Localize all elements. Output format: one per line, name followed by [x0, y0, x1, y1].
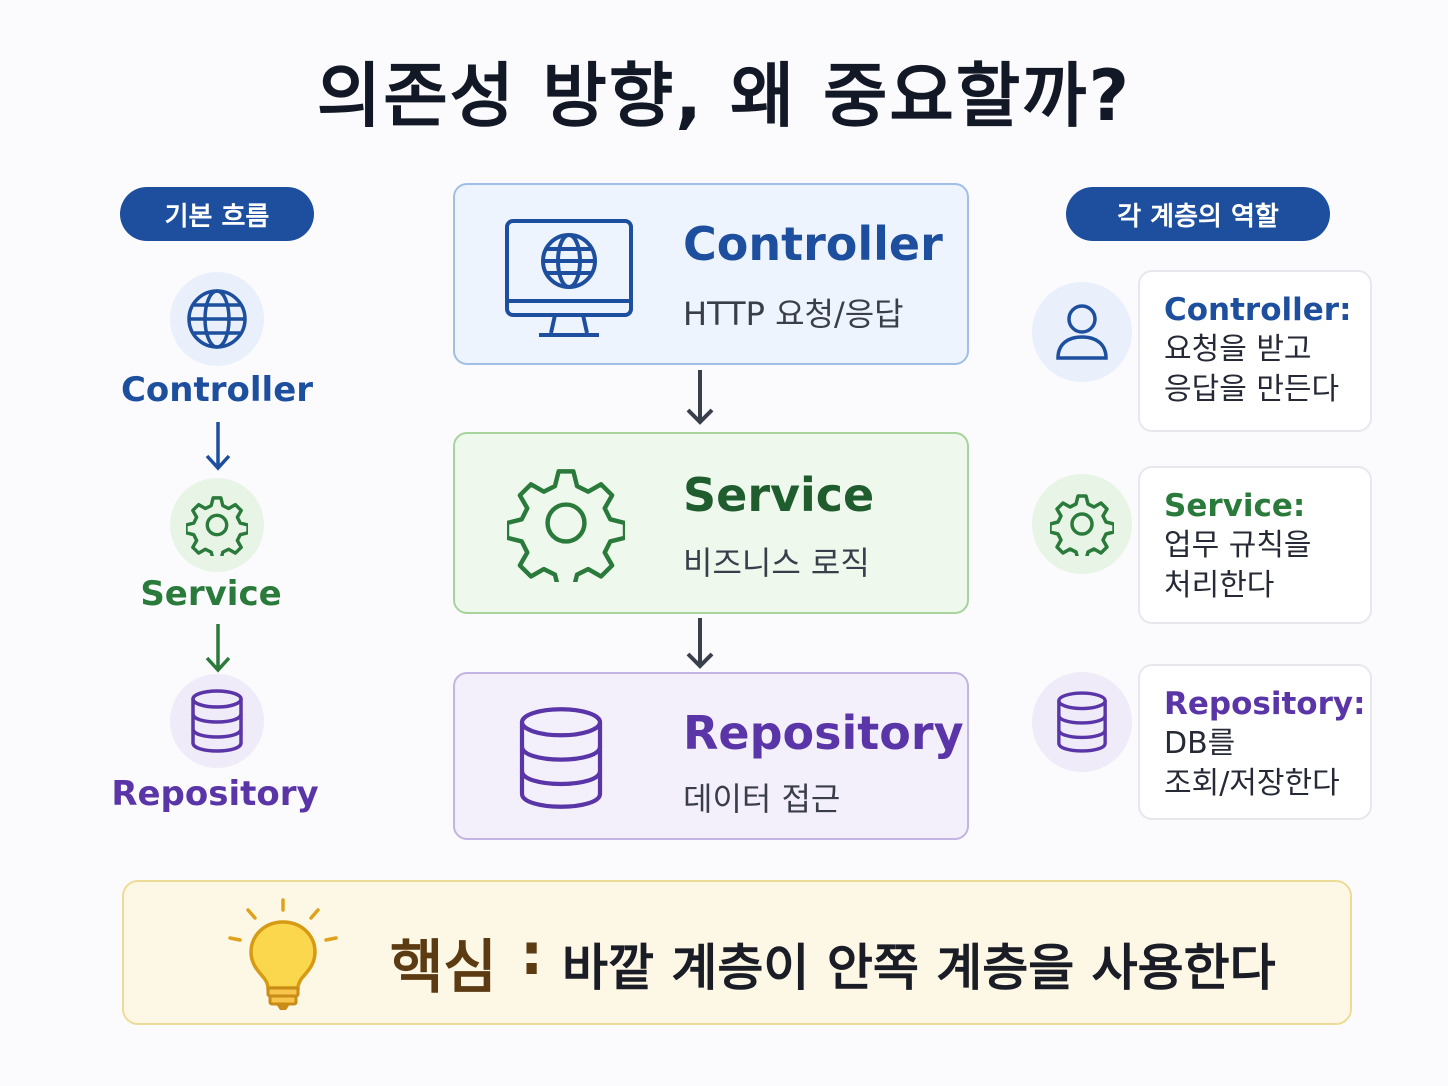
layer-title: Service: [683, 468, 875, 522]
layer-description: 비즈니스 로직: [683, 544, 870, 582]
roles-header-pill: 각 계층의 역할: [1066, 187, 1330, 241]
page-title: 의존성 방향, 왜 중요할까?: [316, 55, 1132, 137]
role-text: DB를 조회/저장한다: [1164, 726, 1340, 801]
role-title: Service:: [1164, 488, 1306, 524]
flow-label-service: Service: [140, 574, 282, 614]
lightbulb-icon: [228, 898, 338, 1010]
arrow-down-icon: [205, 422, 231, 471]
layer-card-controller: Controller HTTP 요청/응답: [453, 183, 969, 365]
database-icon: [170, 674, 264, 768]
layer-title: Repository: [683, 706, 964, 760]
role-card-repository: Repository: DB를 조회/저장한다: [1138, 664, 1372, 820]
database-icon: [1032, 672, 1132, 772]
arrow-down-icon: [686, 370, 714, 425]
key-point-label: 핵심: [390, 933, 497, 1001]
key-point-colon: :: [520, 920, 544, 988]
layer-description: 데이터 접근: [683, 780, 841, 818]
arrow-down-icon: [205, 624, 231, 673]
role-card-service: Service: 업무 규칙을 처리한다: [1138, 466, 1372, 624]
user-icon: [1032, 282, 1132, 382]
role-text: 업무 규칙을 처리한다: [1164, 528, 1312, 603]
globe-icon: [170, 272, 264, 366]
layer-title: Controller: [683, 217, 943, 271]
layer-description: HTTP 요청/응답: [683, 295, 904, 333]
layer-card-service: Service 비즈니스 로직: [453, 432, 969, 614]
gear-icon: [170, 478, 264, 572]
flow-label-repository: Repository: [111, 774, 319, 814]
gear-icon: [507, 469, 625, 582]
role-card-controller: Controller: 요청을 받고 응답을 만든다: [1138, 270, 1372, 432]
key-point-message: 바깥 계층이 안쪽 계층을 사용한다: [562, 939, 1276, 997]
role-title: Repository:: [1164, 686, 1366, 722]
flow-header-pill: 기본 흐름: [120, 187, 314, 241]
role-text: 요청을 받고 응답을 만든다: [1164, 332, 1340, 407]
role-title: Controller:: [1164, 292, 1352, 328]
flow-label-controller: Controller: [120, 370, 314, 410]
layer-card-repository: Repository 데이터 접근: [453, 672, 969, 840]
key-point-banner: 핵심 : 바깥 계층이 안쪽 계층을 사용한다: [122, 880, 1352, 1025]
database-icon: [519, 707, 603, 809]
arrow-down-icon: [686, 618, 714, 669]
monitor-globe-icon: [505, 219, 633, 337]
gear-icon: [1032, 474, 1132, 574]
